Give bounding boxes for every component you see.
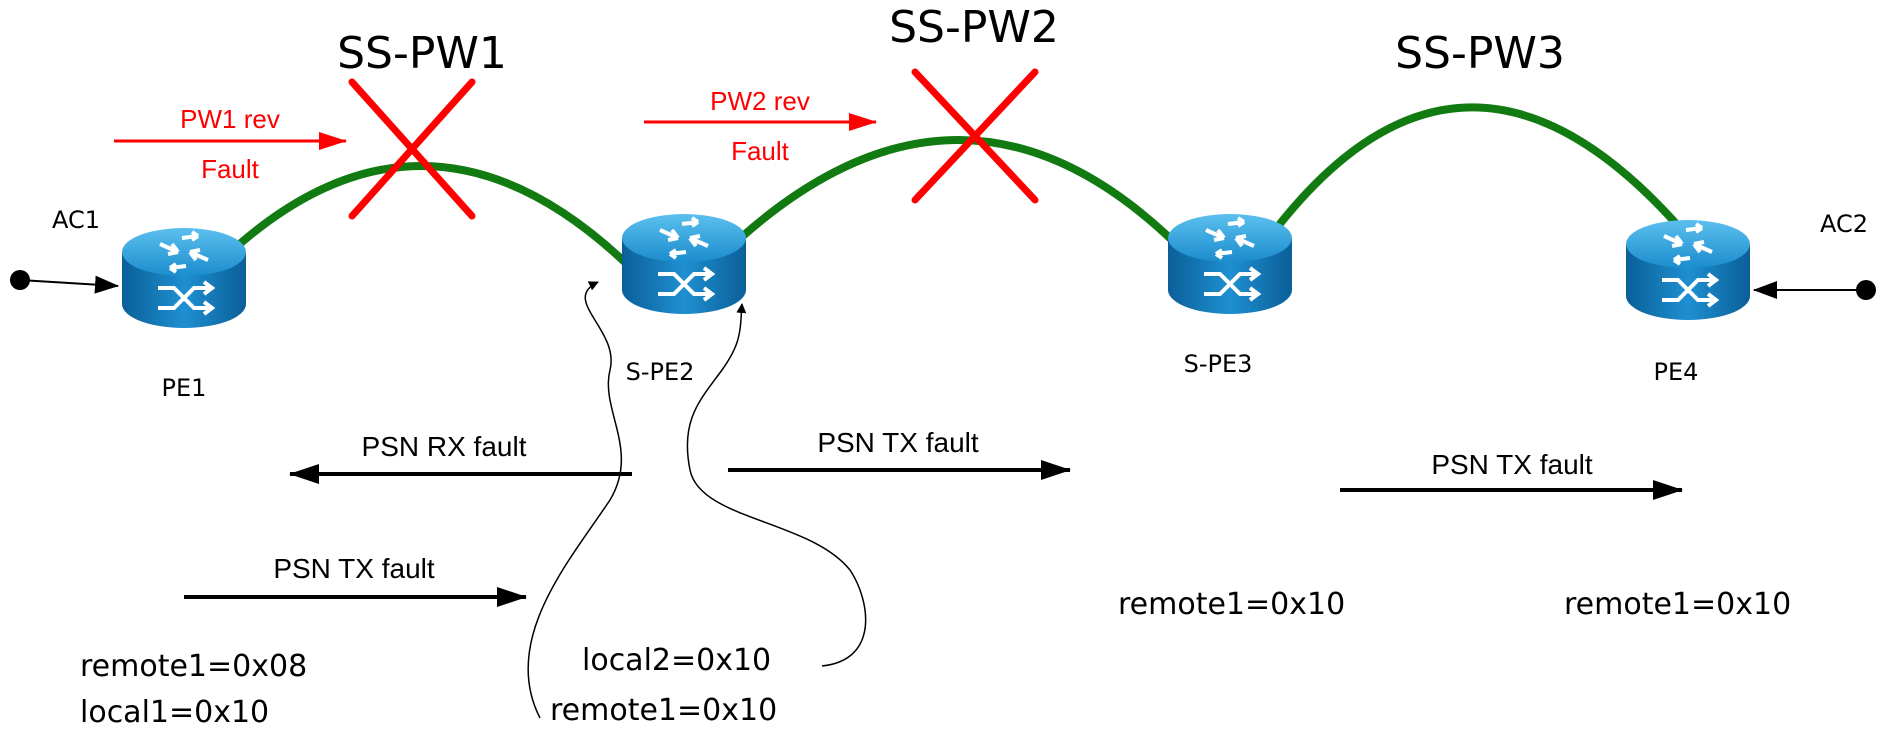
router-spe3-label: S-PE3 — [1184, 350, 1253, 378]
ac1-arrow — [19, 275, 119, 294]
router-spe3-icon — [1166, 212, 1294, 316]
spe2-psn-tx-fault-label: PSN TX fault — [817, 427, 979, 458]
spe3-remote1-value: remote1=0x10 — [1118, 587, 1345, 622]
spe2-local2-value: local2=0x10 — [582, 643, 771, 678]
remote1-connector-arrow — [527, 281, 623, 719]
router-pe1-label: PE1 — [162, 374, 207, 402]
pe1-remote1-value: remote1=0x08 — [80, 649, 307, 684]
router-pe1-icon — [120, 226, 248, 330]
pw2-fault-label: Fault — [731, 136, 790, 166]
local2-connector-arrow — [686, 303, 867, 667]
ss-pw3-label: SS-PW3 — [1395, 28, 1565, 79]
ss-pw1-label: SS-PW1 — [337, 28, 507, 79]
pseudowire-3-line — [1262, 103, 1684, 246]
router-pe4-label: PE4 — [1654, 358, 1699, 386]
pseudowire-2-line — [711, 136, 1194, 266]
router-spe2-icon — [620, 212, 748, 316]
psn-rx-fault-label: PSN RX fault — [362, 431, 527, 462]
fault-x-icon — [911, 68, 1039, 204]
ac2-label: AC2 — [1820, 210, 1868, 238]
pw1-fault-label: Fault — [201, 154, 260, 184]
pw2-rev-label: PW2 rev — [710, 86, 810, 116]
spe2-remote1-value: remote1=0x10 — [550, 693, 777, 728]
pe4-remote1-value: remote1=0x10 — [1564, 587, 1791, 622]
router-pe4-icon — [1624, 218, 1752, 322]
spe3-psn-tx-fault-label: PSN TX fault — [1431, 449, 1593, 480]
pe1-local1-value: local1=0x10 — [80, 695, 269, 730]
pw1-rev-label: PW1 rev — [180, 104, 280, 134]
router-spe2-label: S-PE2 — [626, 358, 695, 386]
fault-x-icon — [348, 78, 476, 220]
ss-pw2-label: SS-PW2 — [889, 2, 1059, 53]
pe1-psn-tx-fault-label: PSN TX fault — [273, 553, 435, 584]
ac1-label: AC1 — [52, 206, 100, 234]
pseudowire-1-line — [196, 162, 649, 286]
